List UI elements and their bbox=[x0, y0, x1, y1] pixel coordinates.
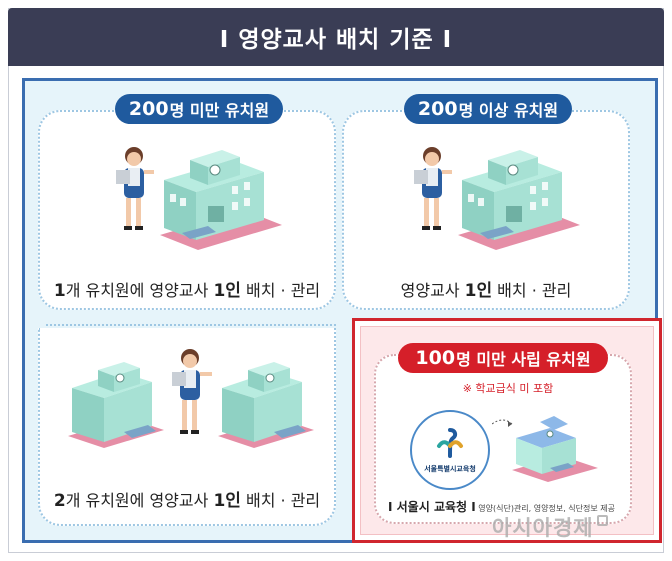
pill-label: 명 미만 유치원 bbox=[169, 101, 270, 120]
teacher-and-building-illustration bbox=[414, 147, 580, 250]
building-icon bbox=[68, 362, 164, 448]
pill-private-under-100: 100 명 미만 사립 유치원 bbox=[398, 343, 608, 373]
teacher-and-building-illustration bbox=[116, 147, 282, 250]
pill-label: 명 이상 유치원 bbox=[458, 101, 559, 120]
building-icon bbox=[458, 150, 580, 250]
pill-number: 100 bbox=[415, 347, 456, 369]
teacher-icon bbox=[116, 147, 154, 230]
pill-under-200: 200 명 미만 유치원 bbox=[115, 94, 283, 124]
divider bbox=[46, 324, 336, 326]
pill-label: 명 미만 사립 유치원 bbox=[456, 350, 591, 369]
arrow-icon bbox=[492, 419, 513, 427]
page-title: I 영양교사 배치 기준 I bbox=[8, 8, 664, 66]
caption-over-200: 영양교사 1인 배치 · 관리 bbox=[400, 281, 572, 301]
pill-over-200: 200 명 이상 유치원 bbox=[404, 94, 572, 124]
teacher-icon bbox=[172, 349, 212, 434]
building-icon bbox=[160, 150, 282, 250]
teacher-icon bbox=[414, 147, 452, 230]
teacher-between-buildings-illustration bbox=[68, 349, 314, 448]
building-icon bbox=[218, 362, 314, 448]
small-building-icon bbox=[512, 416, 598, 482]
education-office-emblem-icon bbox=[437, 428, 463, 458]
pill-number: 200 bbox=[417, 98, 458, 120]
watermark: 아시아경제 bbox=[492, 512, 608, 542]
pill-number: 200 bbox=[128, 98, 169, 120]
seoul-education-office-logo: 서울특별시교육청 bbox=[410, 410, 490, 490]
caption-under-200: 1개 유치원에 영양교사 1인 배치 · 관리 bbox=[53, 281, 321, 301]
caption-two-kindergartens: 2개 유치원에 영양교사 1인 배치 · 관리 bbox=[53, 491, 321, 511]
watermark-badge-icon bbox=[596, 515, 608, 526]
school-meal-note: ※ 학교급식 미 포함 bbox=[462, 382, 554, 395]
provider-info: I 서울시 교육청 I 영양(식단)관리, 영양정보, 식단정보 제공 bbox=[388, 500, 615, 514]
